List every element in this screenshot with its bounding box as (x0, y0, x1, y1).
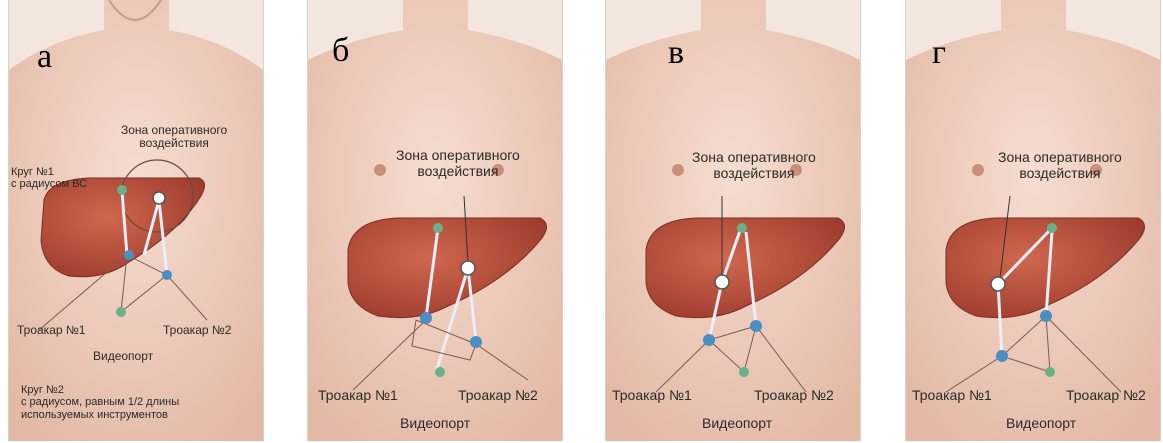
zone-label: Зона оперативного воздействия (692, 150, 816, 181)
panel-a: а Зона оперативного воздействия Круг №1 … (8, 0, 264, 441)
port-top (1047, 223, 1057, 233)
videoport-label: Видеопорт (702, 416, 772, 432)
videoport-label: Видеопорт (400, 416, 470, 432)
trocar1-label: Троакар №1 (612, 388, 692, 404)
videoport-port (739, 367, 749, 377)
zone-label: Зона оперативного воздействия (396, 148, 520, 179)
left-nipple (972, 164, 984, 176)
port-top (433, 223, 443, 233)
trocar2-port (470, 336, 482, 348)
port-top (117, 185, 127, 195)
left-nipple (374, 164, 386, 176)
panel-b: б Зона оперативного воздействия Троакар … (307, 0, 563, 441)
port-top (737, 223, 747, 233)
trocar2-label: Троакар №2 (1066, 388, 1146, 404)
panel-letter: а (37, 40, 52, 74)
zone-port (153, 192, 165, 204)
circle1-label: Круг №1 с радиусом ВС (11, 166, 87, 191)
trocar1-port (420, 312, 432, 324)
zone-port (991, 277, 1005, 291)
panel-v: в Зона оперативного воздействия Троакар … (605, 0, 861, 441)
trocar1-port (124, 250, 134, 260)
torso-illustration (606, 0, 860, 441)
trocar2-port (750, 320, 762, 332)
trocar1-port (996, 350, 1008, 362)
zone-port (461, 261, 475, 275)
zone-label: Зона оперативного воздействия (121, 124, 227, 151)
trocar1-label: Троакар №1 (17, 324, 85, 337)
panel-letter: б (332, 34, 349, 68)
trocar1-label: Троакар №1 (912, 388, 992, 404)
videoport-label: Видеопорт (93, 350, 153, 363)
videoport-port (116, 307, 126, 317)
videoport-label: Видеопорт (1006, 416, 1076, 432)
trocar2-port (1040, 310, 1052, 322)
trocar2-port (162, 270, 172, 280)
zone-label: Зона оперативного воздействия (998, 150, 1122, 181)
videoport-port (1045, 367, 1055, 377)
videoport-port (435, 367, 445, 377)
trocar2-label: Троакар №2 (458, 388, 538, 404)
trocar2-label: Троакар №2 (754, 388, 834, 404)
circle2-label: Круг №2 с радиусом, равным 1/2 длины исп… (21, 384, 179, 421)
panel-g: г Зона оперативного воздействия Троакар … (905, 0, 1161, 441)
trocar2-label: Троакар №2 (163, 324, 231, 337)
trocar1-label: Троакар №1 (318, 388, 398, 404)
zone-port (715, 275, 729, 289)
panel-letter: в (668, 36, 684, 70)
trocar1-port (703, 334, 715, 346)
panel-letter: г (932, 36, 946, 70)
left-nipple (672, 164, 684, 176)
